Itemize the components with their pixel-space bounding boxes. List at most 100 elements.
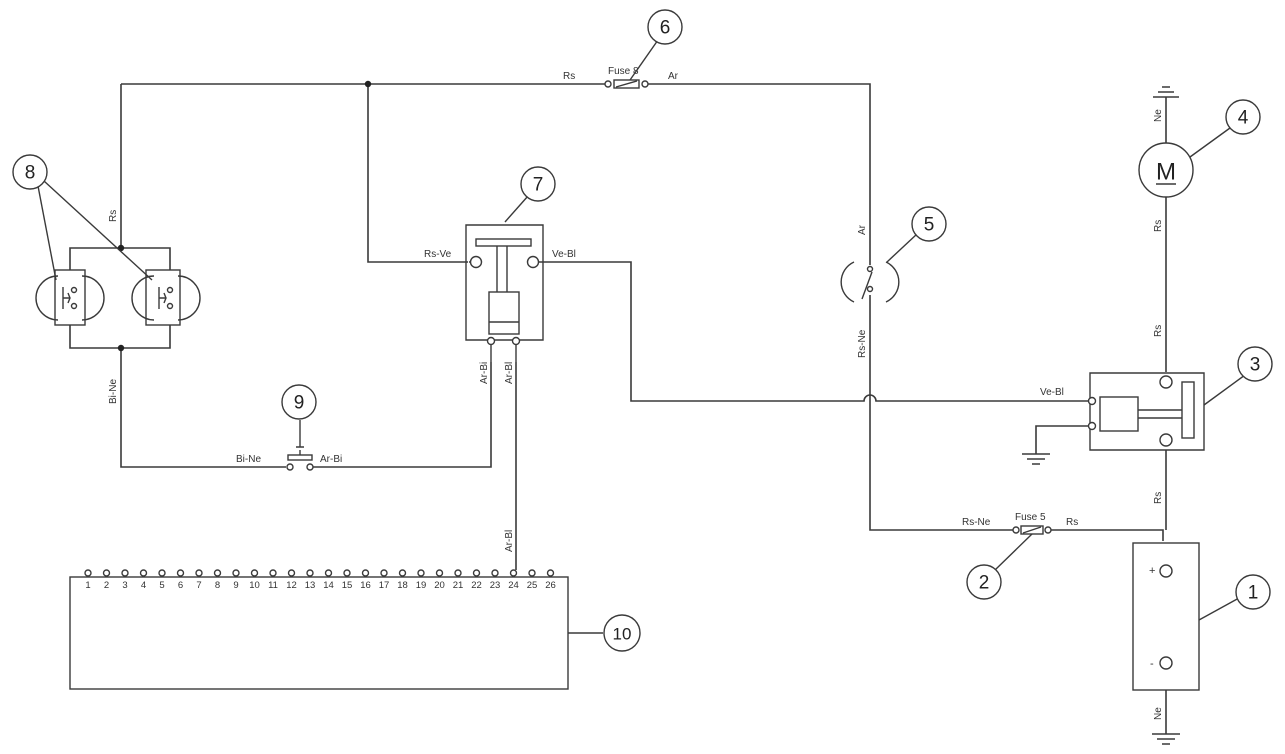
horn-left [35,269,105,326]
horn-right [131,269,201,326]
callout-3: 3 [1250,355,1261,376]
label-w2-left: Rs-Ne [962,517,991,528]
connector-pin-label: 3 [122,580,127,591]
connector-pin [158,569,166,577]
wire-top-bus-right [648,83,871,265]
horn-button [286,446,314,471]
connector-pin-label: 2 [104,580,109,591]
callouts: 1 2 3 4 5 6 7 8 9 10 [12,9,1273,652]
label-w3-bottom: Rs [1153,492,1164,504]
connector-pin [472,569,481,577]
fuse-2: Fuse 5 [1012,512,1052,535]
connector-pin-label: 11 [268,580,278,591]
connector-pin-label: 1 [85,580,90,591]
connector-pin-label: 8 [215,580,220,591]
connector-pin [195,569,203,577]
label-w7-pin2: Ar-Bl [504,362,515,384]
callout-10-circle [603,614,641,652]
connector-pin-label: 25 [527,580,538,591]
connector-pin [398,569,407,577]
connector-pin-label: 20 [434,580,445,591]
connector-pin [546,569,555,577]
wire-solenoid-coil-ground [1035,425,1088,454]
connector-pin [454,569,462,577]
battery: + - [1132,542,1200,691]
label-w5-bottom: Rs-Ne [857,329,868,358]
callout-5: 5 [924,215,935,236]
connector-pin-label: 10 [249,580,260,591]
connector-pin [324,569,333,577]
label-w8-top: Rs [108,210,119,222]
battery-minus: - [1150,658,1154,670]
label-w3-left: Ve-Bl [1040,387,1064,398]
fuse-2-label: Fuse 5 [1015,512,1046,523]
callout-1-circle [1235,574,1271,610]
junction-dot [364,80,372,88]
callout-3-circle [1237,346,1273,382]
wire-fuse-to-battery [1051,529,1164,541]
label-w7-right: Ve-Bl [552,249,576,260]
wire-horns-to-button [120,348,286,468]
label-w3-top: Rs [1153,325,1164,337]
connector-pin-label: 4 [141,580,146,591]
connector-pin [287,569,296,577]
callout-6: 6 [660,18,671,39]
callout-9-circle [281,384,317,420]
junction-dot [117,344,125,352]
connector-pin-label: 14 [323,580,334,591]
wire-relay-feed [367,84,468,263]
connector-pin-label: 19 [416,580,427,591]
connector-pin [509,569,518,577]
label-w4-top: Ne [1153,109,1164,122]
wires [69,83,1167,734]
horn-relay [465,224,544,362]
label-w5-top: Ar [857,224,868,235]
connector-pin [435,569,444,577]
connector-pin [121,569,129,577]
connector-pin [84,569,92,577]
callout-1: 1 [1248,583,1259,604]
connector-pin-label: 6 [178,580,183,591]
label-w7-left: Rs-Ve [424,249,452,260]
callout-7: 7 [533,175,544,196]
connector-pin [380,569,388,577]
connector-pin [269,569,277,577]
callout-6-circle [647,9,683,45]
label-w6-right: Ar [668,71,679,82]
connector-pin [491,569,499,577]
callout-8-circle [12,154,48,190]
connector-pin-label: 7 [196,580,201,591]
wire-relay-to-solenoid [543,261,1088,402]
starter-motor: M [1138,142,1194,198]
callout-4: 4 [1238,108,1249,129]
connector-pin [361,569,370,577]
callout-10: 10 [613,625,632,644]
connector-pin-label: 15 [342,580,353,591]
connector-pin-label: 22 [471,580,482,591]
connector-pin [213,569,222,577]
battery-plus: + [1149,565,1155,577]
connector-pin-label: 13 [305,580,316,591]
ground-symbol-motor [1153,86,1179,98]
callout-4-circle [1225,99,1261,135]
connector-pin-label: 26 [545,580,556,591]
fuse-6: Fuse 8 [604,66,649,89]
motor-letter: M [1156,159,1176,186]
callout-5-circle [911,206,947,242]
connector-pin-label: 18 [397,580,408,591]
connector-pin-label: 17 [379,580,390,591]
connector-pin-label: 23 [490,580,501,591]
label-w9-right: Ar-Bi [320,454,342,465]
label-w2-right: Rs [1066,517,1078,528]
connector-pin [343,569,351,577]
connector-pin [102,569,111,577]
label-w10-in: Ar-Bl [504,530,515,552]
callout-7-circle [520,166,556,202]
connector-pin-label: 9 [233,580,238,591]
label-w1-bottom: Ne [1153,707,1164,720]
callout-2: 2 [979,573,990,594]
connector-pin [176,569,185,577]
connector-pin [250,569,259,577]
